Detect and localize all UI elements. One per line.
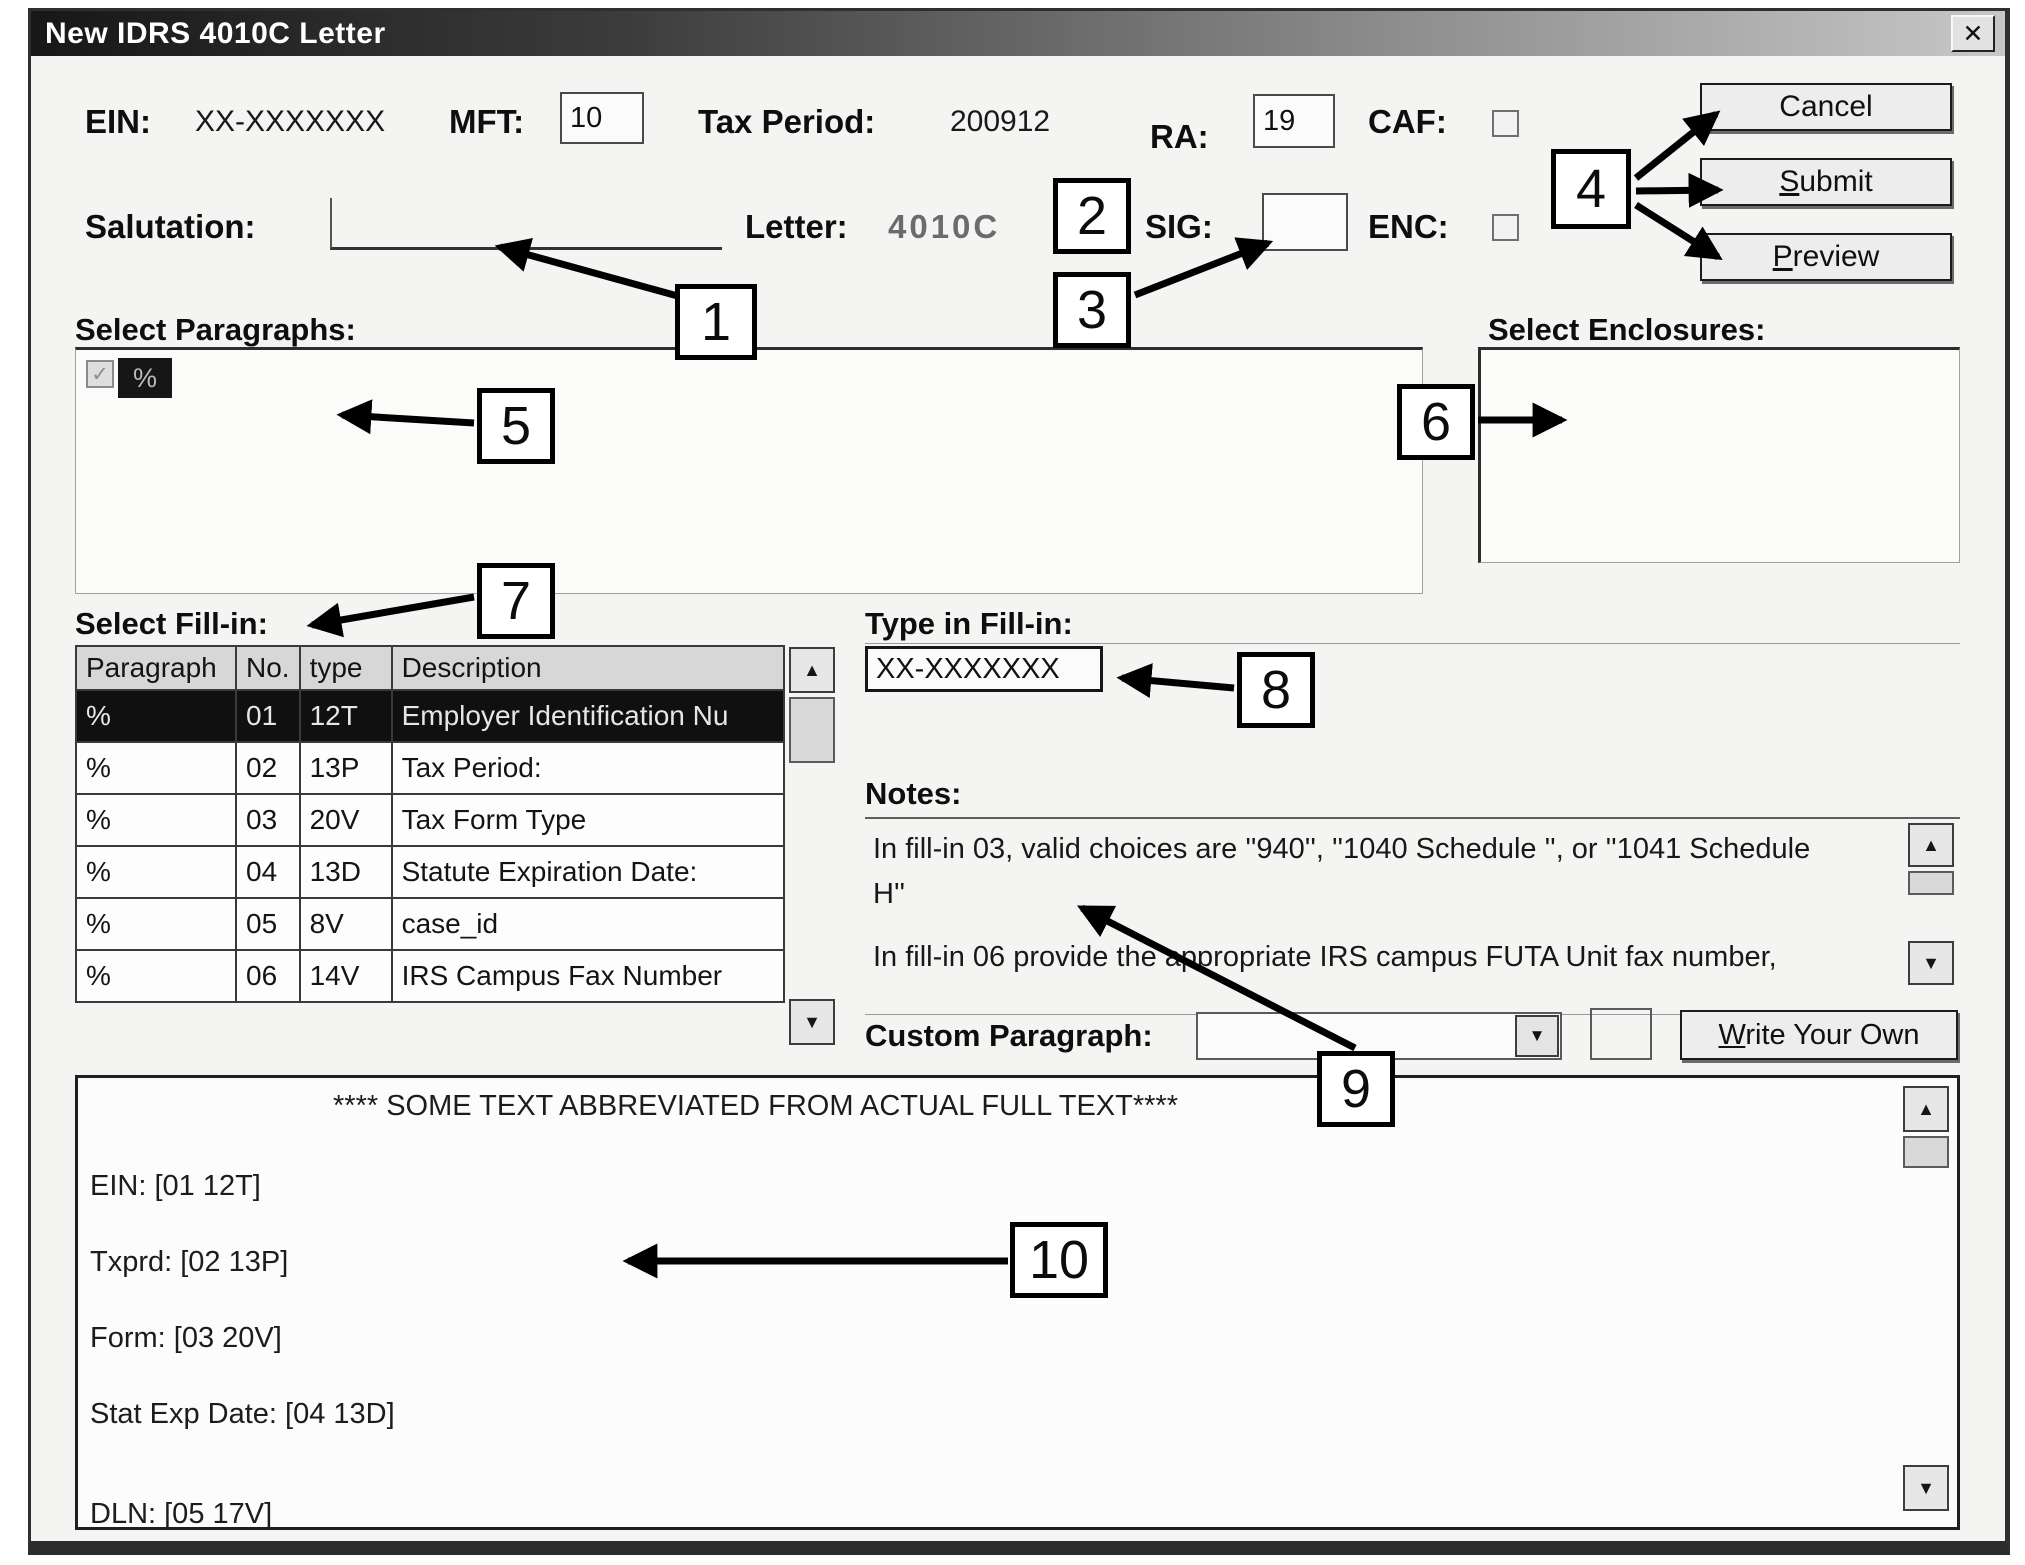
select-fill-in-label: Select Fill-in: — [75, 606, 268, 641]
table-row-02[interactable]: % 02 13P Tax Period: — [75, 741, 785, 795]
preview-line-header: **** SOME TEXT ABBREVIATED FROM ACTUAL F… — [333, 1090, 1178, 1122]
table-row-06[interactable]: % 06 14V IRS Campus Fax Number — [75, 949, 785, 1003]
letter-value: 4010C — [888, 208, 1001, 245]
table-row-03[interactable]: % 03 20V Tax Form Type — [75, 793, 785, 847]
callout-8: 8 — [1237, 652, 1315, 728]
arrow-down-icon: ▼ — [1922, 952, 1940, 973]
ra-input[interactable]: 19 — [1253, 94, 1335, 148]
mft-label: MFT: — [449, 103, 525, 140]
paragraph-item-checkbox[interactable]: ✓ — [86, 360, 114, 388]
preview-scroll-up-button[interactable]: ▲ — [1903, 1086, 1949, 1132]
letter-label: Letter: — [745, 208, 848, 245]
col-header-description: Description — [390, 645, 785, 691]
enc-label: ENC: — [1368, 208, 1449, 245]
arrow-down-icon: ▼ — [1917, 1477, 1935, 1498]
salutation-input[interactable] — [330, 198, 722, 250]
preview-line-ein: EIN: [01 12T] — [90, 1170, 261, 1202]
callout-2: 2 — [1053, 178, 1131, 254]
fill-in-scroll-up-button[interactable]: ▲ — [789, 647, 835, 693]
table-row-01[interactable]: % 01 12T Employer Identification Nu — [75, 689, 785, 743]
tax-period-label: Tax Period: — [698, 103, 876, 140]
callout-4: 4 — [1551, 149, 1631, 229]
letter-preview-pane[interactable]: **** SOME TEXT ABBREVIATED FROM ACTUAL F… — [75, 1075, 1960, 1530]
check-icon: ✓ — [91, 362, 109, 386]
enc-checkbox[interactable] — [1492, 214, 1519, 241]
callout-3: 3 — [1053, 272, 1131, 348]
right-panel-divider — [865, 643, 1960, 644]
dropdown-arrow-icon: ▼ — [1528, 1026, 1546, 1045]
arrow-up-icon: ▲ — [803, 659, 821, 680]
sig-label: SIG: — [1145, 208, 1213, 245]
cancel-button[interactable]: Cancel — [1700, 83, 1952, 131]
paragraphs-listbox[interactable]: ✓ % — [75, 347, 1423, 594]
col-header-no: No. — [235, 645, 301, 691]
mft-input[interactable]: 10 — [560, 92, 644, 144]
preview-scroll-thumb[interactable] — [1903, 1136, 1949, 1168]
preview-line-txprd: Txprd: [02 13P] — [90, 1246, 289, 1278]
callout-9: 9 — [1317, 1051, 1395, 1127]
callout-5: 5 — [477, 388, 555, 464]
caf-label: CAF: — [1368, 103, 1447, 140]
notes-text-2: In fill-in 06 provide the appropriate IR… — [873, 941, 1777, 973]
custom-paragraph-edit-box[interactable] — [1590, 1008, 1652, 1060]
submit-button[interactable]: Submit — [1700, 158, 1952, 206]
window-title: New IDRS 4010C Letter — [45, 16, 386, 50]
notes-text-1: In fill-in 03, valid choices are ''940''… — [873, 833, 1811, 910]
salutation-label: Salutation: — [85, 208, 256, 245]
callout-1: 1 — [675, 284, 757, 360]
notes-scroll-down-button[interactable]: ▼ — [1908, 941, 1954, 985]
select-paragraphs-label: Select Paragraphs: — [75, 312, 356, 347]
notes-scroll-thumb[interactable] — [1908, 871, 1954, 895]
arrow-up-icon: ▲ — [1922, 834, 1940, 855]
custom-paragraph-label: Custom Paragraph: — [865, 1018, 1153, 1053]
close-icon: ✕ — [1962, 19, 1984, 48]
sig-input[interactable] — [1262, 193, 1348, 251]
ein-label: EIN: — [85, 103, 151, 140]
callout-6: 6 — [1397, 384, 1475, 460]
preview-button[interactable]: Preview — [1700, 233, 1952, 281]
ein-value: XX-XXXXXXX — [195, 105, 386, 138]
type-in-fill-in-label: Type in Fill-in: — [865, 606, 1073, 641]
col-header-type: type — [298, 645, 393, 691]
callout-10: 10 — [1010, 1222, 1108, 1298]
table-row-04[interactable]: % 04 13D Statute Expiration Date: — [75, 845, 785, 899]
callout-7: 7 — [477, 563, 555, 639]
fill-in-scroll-down-button[interactable]: ▼ — [789, 999, 835, 1045]
col-header-paragraph: Paragraph — [75, 645, 237, 691]
paragraph-list-item[interactable]: % — [118, 358, 172, 398]
ra-label: RA: — [1150, 118, 1209, 155]
arrow-down-icon: ▼ — [803, 1011, 821, 1032]
table-header-row: Paragraph No. type Description — [75, 645, 785, 691]
select-enclosures-label: Select Enclosures: — [1488, 312, 1766, 347]
tax-period-value: 200912 — [950, 105, 1051, 138]
write-your-own-button[interactable]: Write Your Own — [1680, 1010, 1958, 1060]
arrow-up-icon: ▲ — [1917, 1098, 1935, 1119]
fill-in-value-input[interactable]: XX-XXXXXXX — [865, 646, 1103, 692]
preview-scroll-down-button[interactable]: ▼ — [1903, 1465, 1949, 1511]
enclosures-listbox[interactable] — [1478, 347, 1960, 563]
preview-line-form: Form: [03 20V] — [90, 1322, 282, 1354]
notes-area[interactable]: In fill-in 03, valid choices are ''940''… — [865, 817, 1960, 1015]
table-row-05[interactable]: % 05 8V case_id — [75, 897, 785, 951]
fill-in-scroll-thumb[interactable] — [789, 697, 835, 763]
title-bar: New IDRS 4010C Letter ✕ — [31, 11, 2005, 56]
close-button[interactable]: ✕ — [1951, 15, 1995, 52]
preview-line-dln: DLN: [05 17V] — [90, 1498, 273, 1530]
fill-in-table: Paragraph No. type Description % 01 12T … — [75, 645, 785, 1003]
notes-scroll-up-button[interactable]: ▲ — [1908, 823, 1954, 867]
preview-line-statexp: Stat Exp Date: [04 13D] — [90, 1398, 395, 1430]
custom-paragraph-dropdown-button[interactable]: ▼ — [1515, 1015, 1559, 1057]
caf-checkbox[interactable] — [1492, 110, 1519, 137]
notes-label: Notes: — [865, 776, 962, 811]
